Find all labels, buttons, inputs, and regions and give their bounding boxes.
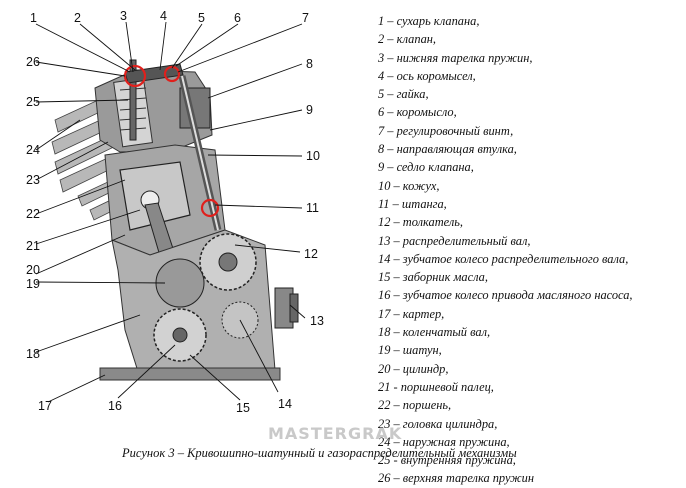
callout-numbers: 1 2 3 4 5 6 7 8 9 10 11 12 13 14 15 16 1…	[26, 9, 324, 415]
callout-10: 10	[306, 149, 320, 163]
legend-item: 13 – распределительный вал,	[378, 233, 531, 248]
callout-11: 11	[306, 201, 319, 215]
callout-20: 20	[26, 263, 40, 277]
callout-25: 25	[26, 95, 40, 109]
legend-item: 23 – головка цилиндра,	[378, 416, 498, 431]
callout-15: 15	[236, 401, 250, 415]
callout-6: 6	[234, 11, 241, 25]
figure-caption: Рисунок 3 – Кривошипно-шатунный и газора…	[122, 446, 517, 460]
parts-legend: 1 – сухарь клапана, 2 – клапан, 3 – нижн…	[378, 12, 683, 488]
callout-14: 14	[278, 397, 292, 411]
legend-item: 5 – гайка,	[378, 87, 429, 102]
callout-2: 2	[74, 11, 81, 25]
legend-item: 10 – кожух,	[378, 178, 440, 193]
legend-item: 21 - поршневой палец,	[378, 379, 494, 394]
legend-item: 17 – картер,	[378, 306, 445, 321]
legend-item: 8 – направляющая втулка,	[378, 142, 517, 157]
leader-lines	[35, 21, 306, 403]
legend-item: 7 – регулировочный винт,	[378, 123, 514, 138]
legend-item: 15 – заборник масла,	[378, 270, 488, 285]
callout-3: 3	[120, 9, 127, 23]
engine-cutaway-drawing: 1 2 3 4 5 6 7 8 9 10 11 12 13 14 15 16 1…	[26, 9, 324, 415]
crankcase-base	[99, 367, 281, 381]
legend-item: 16 – зубчатое колесо привода масляного н…	[378, 288, 633, 303]
callout-22: 22	[26, 207, 40, 221]
legend-item: 26 – верхняя тарелка пружин	[378, 471, 535, 486]
callout-18: 18	[26, 347, 40, 361]
legend-item: 6 – коромысло,	[378, 105, 457, 120]
callout-9: 9	[306, 103, 313, 117]
legend-item: 4 – ось коромысел,	[378, 68, 476, 83]
legend-item: 18 – коленчатый вал,	[378, 325, 491, 340]
callout-1: 1	[30, 11, 37, 25]
legend-item: 22 – поршень,	[378, 398, 452, 413]
callout-17: 17	[38, 399, 52, 413]
callout-23: 23	[26, 173, 40, 187]
legend-item: 11 – штанга,	[378, 196, 447, 211]
highlight-circle-pushrod-tappet	[200, 198, 220, 218]
legend-item: 25 - внутренняя пружина,	[378, 453, 516, 468]
callout-13: 13	[310, 314, 324, 328]
callout-26: 26	[26, 55, 40, 69]
legend-item: 2 – клапан,	[378, 32, 437, 47]
callout-12: 12	[304, 247, 318, 261]
highlight-circle-adjust-screw	[163, 65, 181, 83]
watermark: MASTERGRAK	[268, 424, 403, 443]
callout-16: 16	[108, 399, 122, 413]
callout-4: 4	[160, 9, 167, 23]
callout-8: 8	[306, 57, 313, 71]
legend-item: 9 – седло клапана,	[378, 160, 474, 175]
legend-item: 12 – толкатель,	[378, 215, 463, 230]
legend-item: 14 – зубчатое колесо распределительного …	[378, 251, 629, 266]
callout-19: 19	[26, 277, 40, 291]
callout-7: 7	[302, 11, 309, 25]
legend-item: 19 – шатун,	[378, 343, 442, 358]
legend-item: 1 – сухарь клапана,	[378, 14, 480, 28]
callout-24: 24	[26, 143, 40, 157]
callout-21: 21	[26, 239, 40, 253]
legend-item: 24 – наружная пружина,	[378, 434, 510, 449]
callout-5: 5	[198, 11, 205, 25]
valve-stem	[129, 59, 137, 141]
legend-item: 20 – цилиндр,	[378, 361, 449, 376]
legend-item: 3 – нижняя тарелка пружин,	[378, 50, 533, 65]
